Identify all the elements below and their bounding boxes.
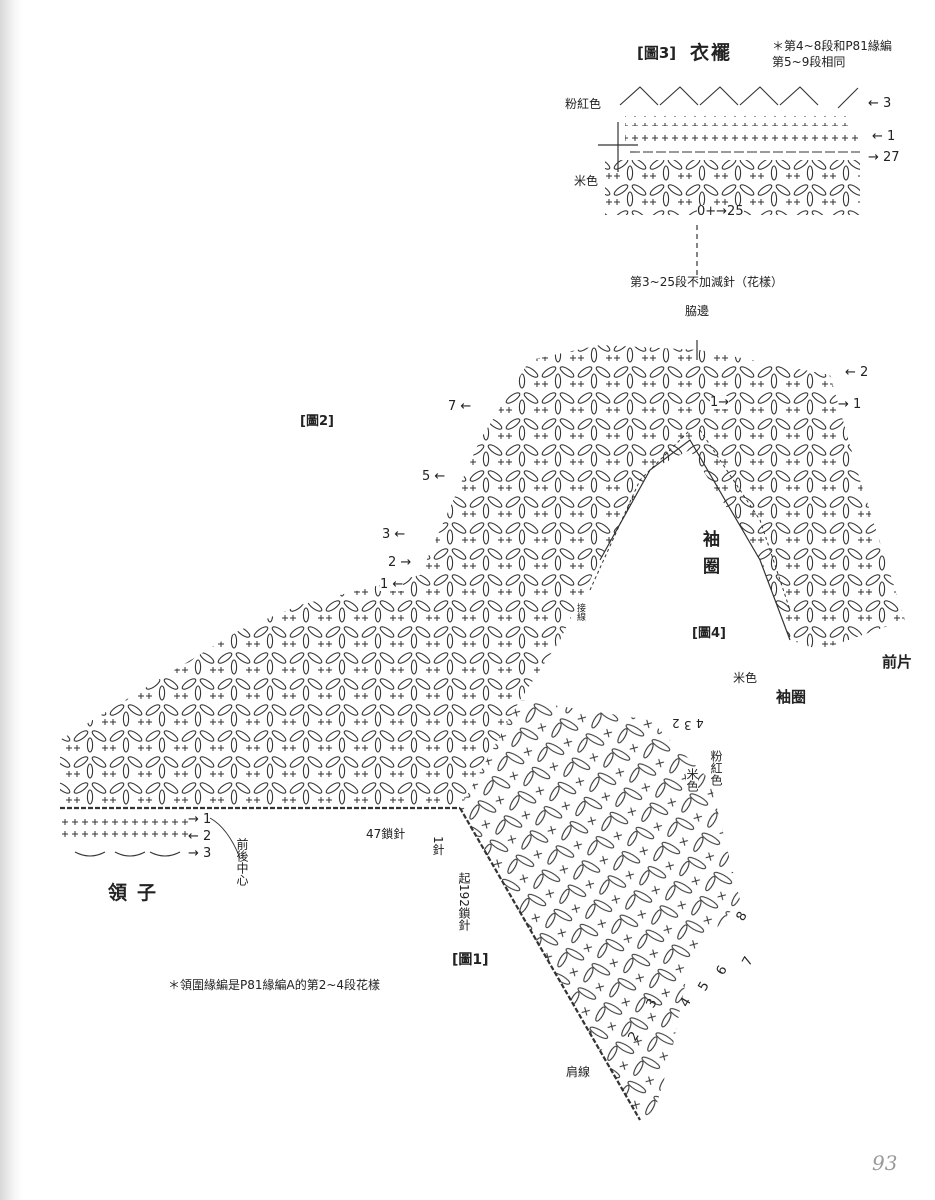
collar-row-3: → 3 — [188, 846, 212, 861]
armhole-beige-label: 米色 — [733, 671, 758, 685]
armhole-beige-lower: 米色 — [685, 768, 699, 792]
body-row-1: 1 ← — [380, 577, 404, 592]
hem-row-3: ← 3 — [868, 96, 892, 111]
armhole-row-2: 2 — [672, 716, 680, 730]
figure3-note-line1: ＊第4~8段和P81緣編 — [772, 39, 892, 53]
figure1-shoulder-chart — [60, 700, 740, 1121]
armhole-label: 袖圈 — [776, 688, 807, 706]
hem-row-27: → 27 — [868, 150, 900, 165]
figure3-note-line2: 第5~9段相同 — [772, 55, 846, 69]
page-number: 93 — [872, 1151, 898, 1175]
hem-repeat-note: 第3~25段不加減針（花樣） — [630, 275, 783, 289]
figure3-title: 衣襬 — [690, 42, 733, 64]
body-top-row-1: 1→ — [710, 395, 730, 410]
join-label: 接線 — [575, 603, 585, 621]
side-edge-label: 脇邊 — [685, 304, 710, 318]
color-pink-label: 粉紅色 — [565, 97, 602, 111]
figure4-label: [圖4] — [692, 626, 726, 641]
page-binding-edge — [0, 0, 22, 1200]
one-stitch-label: 1針 — [431, 836, 445, 856]
hem-row-25: 0+→25 — [697, 204, 744, 219]
shoulder-line-label: 肩線 — [566, 1065, 591, 1079]
front-piece-label: 前片 — [882, 653, 913, 671]
chain-47-label: 47鎖針 — [366, 827, 406, 841]
collar-row-1: → 1 — [188, 812, 212, 827]
collar-title: 領子 — [108, 882, 167, 904]
armhole-row-4: 4 — [696, 716, 704, 730]
body-row-2: 2 → — [388, 555, 412, 570]
figure1-label: [圖1] — [452, 952, 489, 968]
footnote: ＊領圍緣編是P81緣編A的第2~4段花樣 — [168, 978, 381, 992]
body-right-row-1: → 1 — [838, 397, 862, 412]
collar-chart — [60, 816, 241, 859]
figure3-label: [圖3] — [637, 44, 677, 62]
body-row-7: 7 ← — [448, 399, 472, 414]
body-row-5: 5 ← — [422, 469, 446, 484]
center-front-back-label: 前後中心 — [235, 838, 249, 886]
armhole-vertical-label: 袖圈 — [699, 530, 719, 584]
figure2-label: [圖2] — [300, 414, 334, 429]
armhole-pink-lower: 粉紅色 — [709, 750, 723, 786]
body-right-row-2: ← 2 — [845, 365, 869, 380]
armhole-row-3: 3 — [684, 718, 692, 732]
figure2-body-chart — [60, 340, 905, 808]
start-chain-192-label: 起192鎖針 — [457, 872, 471, 931]
collar-row-2: ← 2 — [188, 829, 212, 844]
color-beige-label: 米色 — [574, 174, 599, 188]
figure3-hem-chart — [598, 86, 860, 280]
hem-row-1: ← 1 — [872, 129, 896, 144]
body-row-3: 3 ← — [382, 527, 406, 542]
